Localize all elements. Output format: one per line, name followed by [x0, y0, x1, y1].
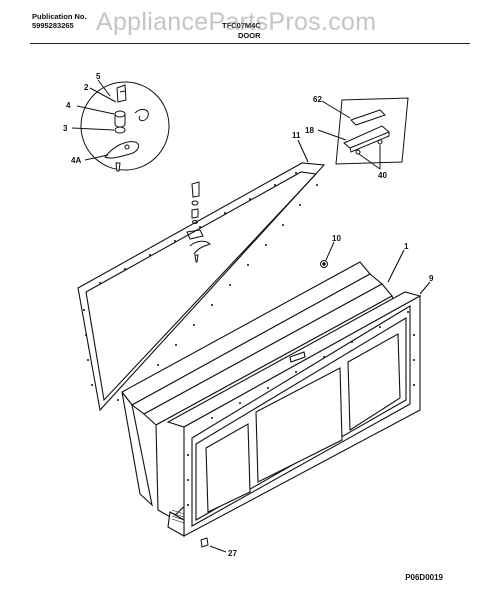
screw-10	[320, 241, 335, 268]
callout-4a: 4A	[71, 156, 81, 165]
leader-11	[297, 139, 309, 163]
figure-code: P06D0019	[405, 573, 443, 582]
handle-detail	[317, 97, 409, 170]
bottom-hatch	[171, 509, 185, 524]
hinge-parts	[186, 181, 211, 263]
outer-door-panel	[166, 281, 431, 537]
leader-9	[419, 281, 431, 295]
callout-62: 62	[313, 95, 322, 104]
publication-label: Publication No.	[32, 12, 87, 21]
leader-27	[209, 545, 227, 553]
model-number: TFC07M4C	[222, 21, 261, 30]
leader-2	[89, 87, 117, 103]
leader-5	[97, 79, 111, 97]
callout-3: 3	[63, 124, 68, 133]
callout-40: 40	[378, 171, 387, 180]
leader-10	[325, 241, 335, 261]
leader-4	[76, 105, 115, 115]
door-gasket	[77, 139, 326, 412]
callout-27: 27	[228, 549, 237, 558]
callout-9: 9	[429, 274, 434, 283]
gasket-dots	[83, 172, 318, 401]
leader-4a	[84, 154, 109, 161]
section-title: DOOR	[238, 31, 261, 40]
watermark: AppliancePartsPros.com	[96, 8, 377, 36]
callout-18: 18	[305, 126, 314, 135]
callout-5: 5	[96, 72, 101, 81]
leader-1	[387, 249, 405, 283]
callout-1: 1	[404, 242, 409, 251]
callout-2: 2	[84, 83, 89, 92]
screw-27	[200, 537, 227, 553]
handle-detail-box	[335, 97, 409, 165]
leader-40a	[358, 153, 381, 170]
leader-3	[71, 127, 115, 131]
hinge-detail-circle	[80, 81, 170, 171]
publication-number: 5995283265	[32, 21, 74, 30]
leader-18	[317, 129, 347, 141]
callout-10: 10	[332, 234, 341, 243]
callout-4: 4	[66, 101, 71, 110]
callout-11: 11	[292, 131, 301, 140]
hinge-detail	[71, 79, 170, 172]
leader-62	[321, 100, 351, 119]
header-divider	[30, 43, 470, 44]
outer-panel-dots	[187, 311, 415, 506]
